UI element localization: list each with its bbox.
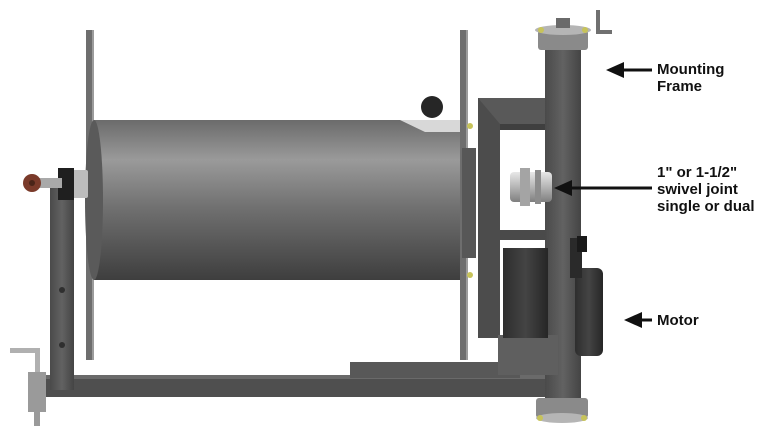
mounting-frame-label: Mounting Frame [657, 61, 725, 95]
left-upright [50, 185, 74, 390]
mounting-frame-arrow [606, 62, 652, 78]
inlet-hub [23, 168, 88, 200]
lower-latch [10, 348, 46, 426]
motor-part [503, 236, 603, 356]
motor-label: Motor [657, 312, 699, 329]
top-mounting-flange [535, 10, 612, 50]
swivel-joint-arrow [554, 180, 652, 196]
right-flange [460, 30, 476, 360]
base-frame [40, 362, 560, 397]
swivel-joint-label: 1" or 1-1/2" swivel joint single or dual [657, 164, 755, 215]
swivel-joint-part [510, 168, 552, 206]
reel-drum [85, 96, 460, 280]
bottom-flange [536, 398, 588, 423]
main-frame [478, 50, 581, 410]
callout-arrows [554, 62, 652, 328]
motor-arrow [624, 312, 652, 328]
